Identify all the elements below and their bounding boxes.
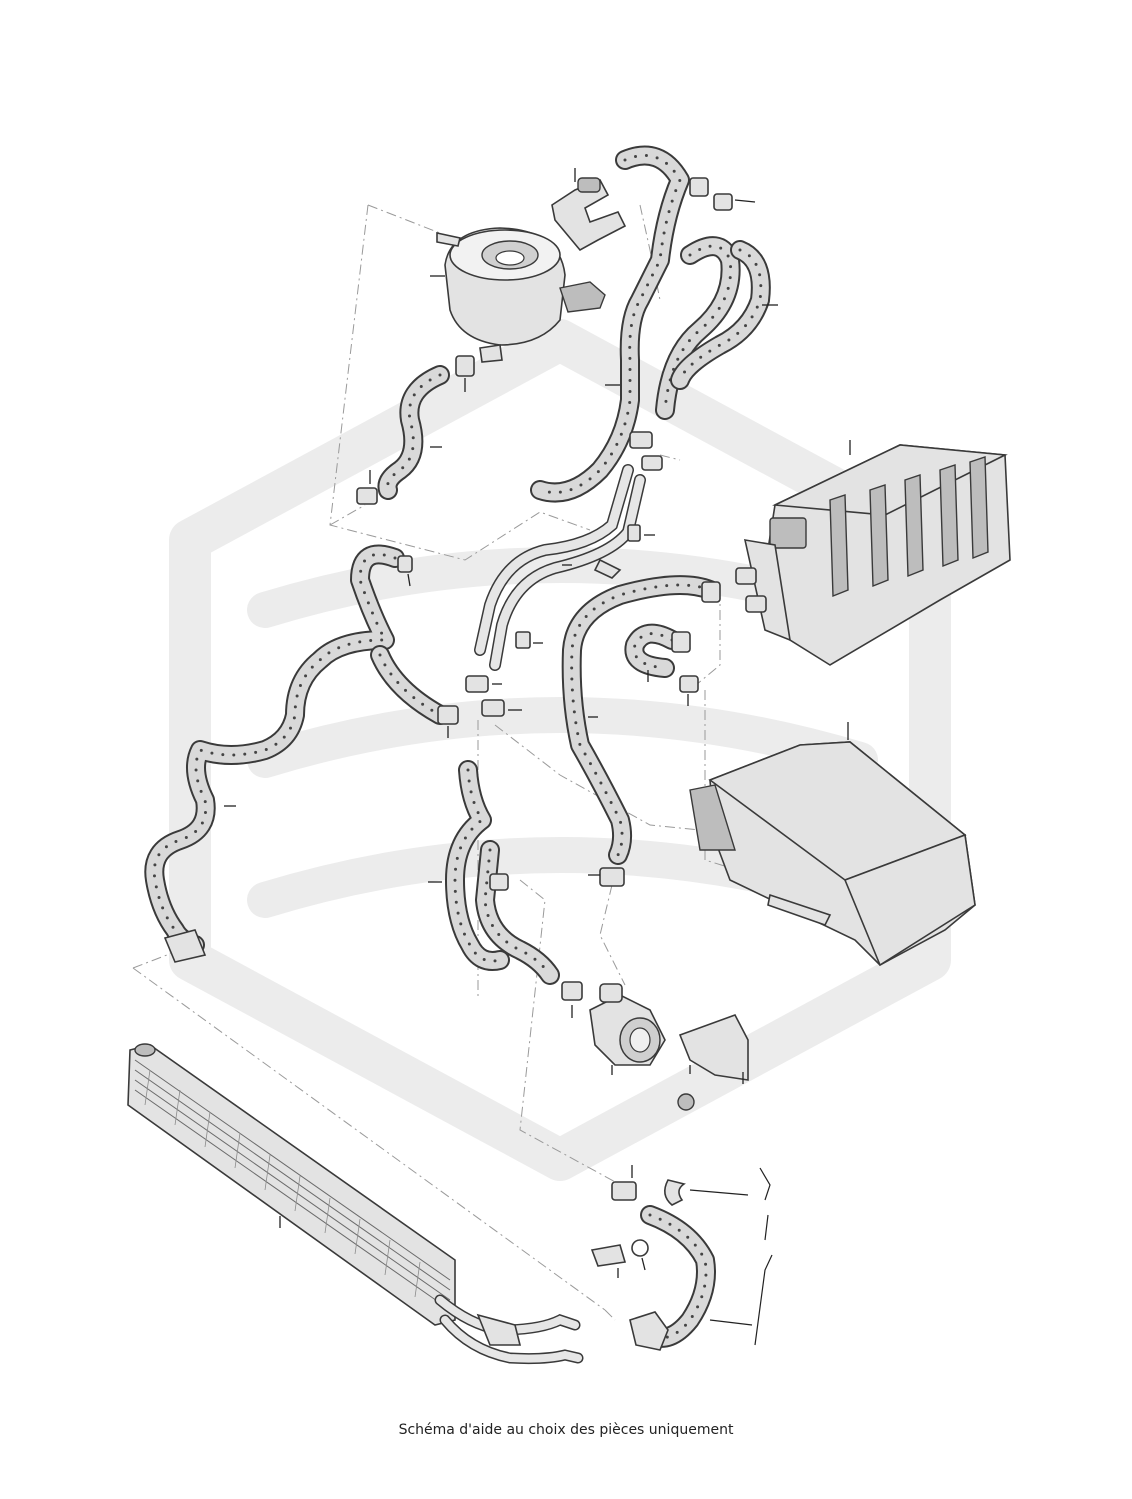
assembly-lines	[132, 204, 771, 1321]
power-electronics-box	[689, 722, 976, 967]
temperature-sensor	[590, 1239, 649, 1278]
hose-tank-return	[356, 355, 475, 505]
hose-pump-branch	[428, 760, 583, 1018]
hose-top-double	[655, 236, 778, 420]
hose-lower-right	[611, 1165, 753, 1351]
hose-charger-feed	[561, 575, 721, 887]
bracket-lines	[754, 1167, 773, 1346]
charger-unit-top	[735, 440, 1011, 666]
metal-pipe-pair	[474, 431, 663, 671]
expansion-tank	[430, 227, 606, 363]
hose-elbow-small	[624, 623, 699, 706]
diagram-caption: Schéma d'aide au choix des pièces unique…	[398, 1422, 734, 1438]
hose-left-long	[144, 544, 459, 963]
water-pump	[589, 983, 666, 1075]
radiator-pipes	[434, 1294, 584, 1365]
hose-top-long	[530, 145, 756, 503]
pump-cover	[677, 1014, 749, 1111]
radiator	[127, 1043, 456, 1326]
clamps-center	[465, 675, 522, 717]
valve-block-top	[551, 168, 627, 252]
